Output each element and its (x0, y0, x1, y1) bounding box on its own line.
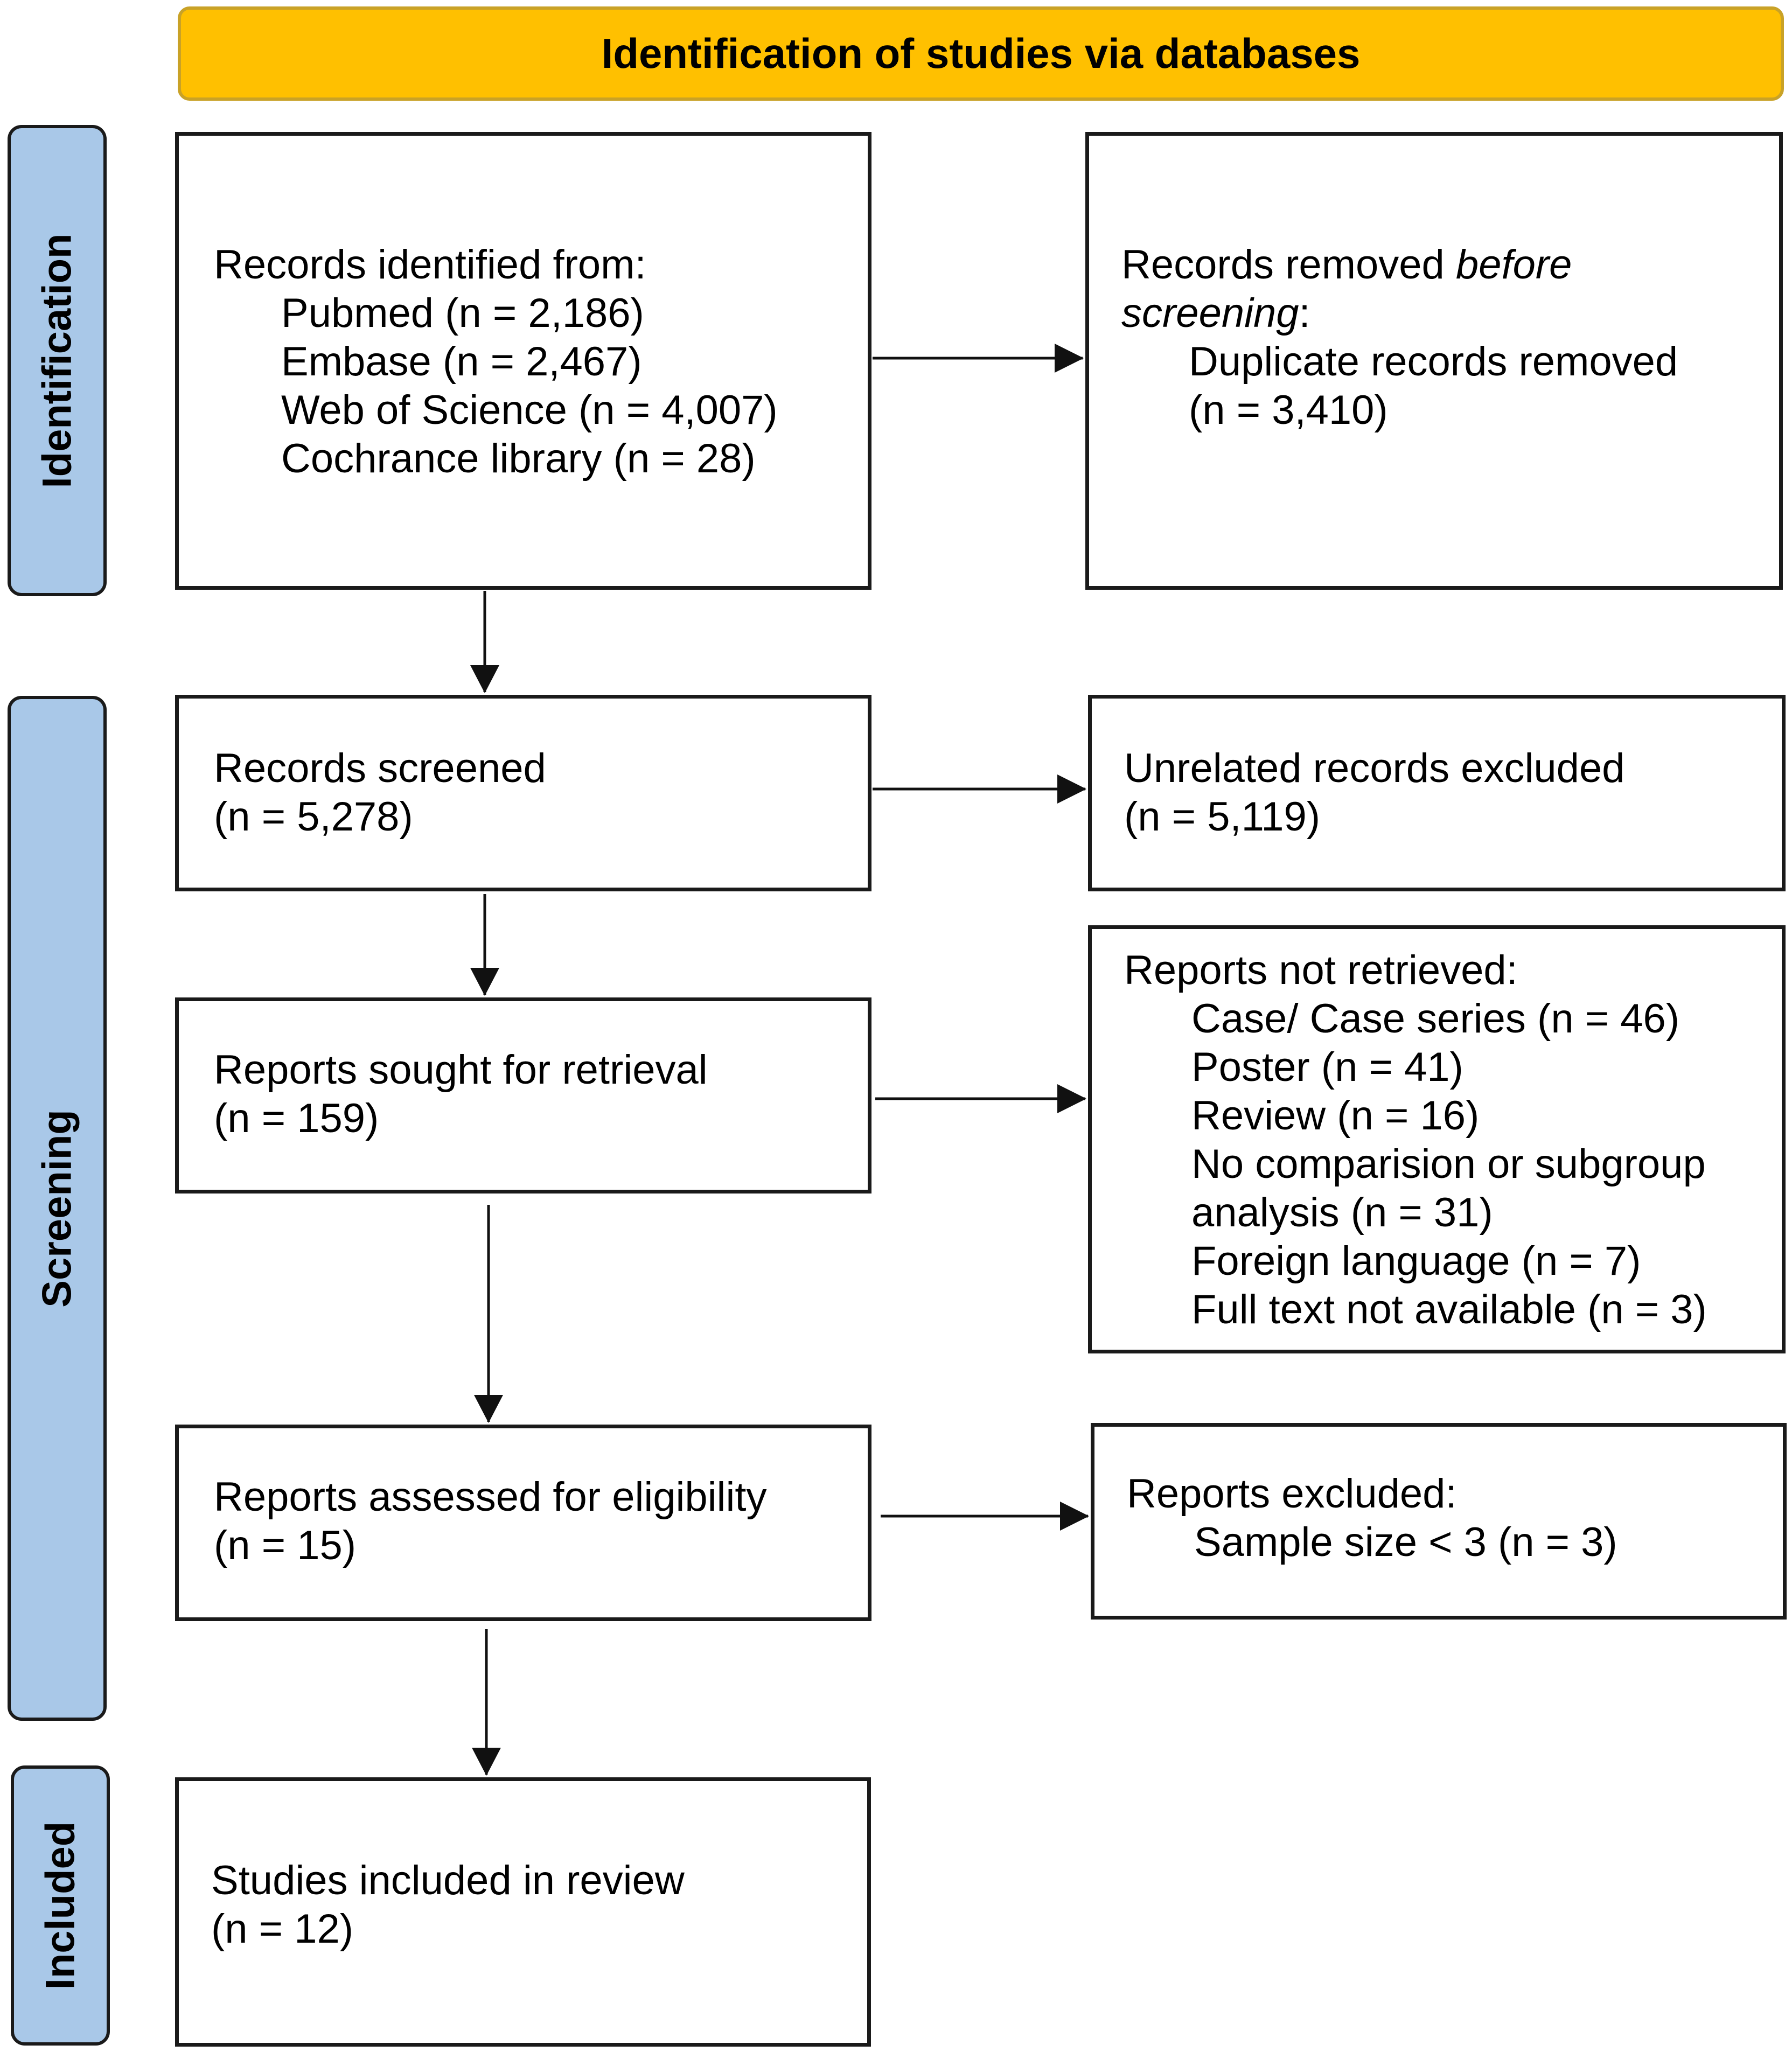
arrowhead-down-2 (470, 968, 499, 996)
arrowhead-down-1 (470, 665, 499, 693)
duplicate-records-label: Duplicate records removed (1189, 339, 1678, 385)
not-retrieved-case-series: Case/ Case series (n = 46) (1191, 996, 1680, 1042)
unrelated-excluded-label: Unrelated records excluded (1124, 745, 1625, 791)
not-retrieved-full-text: Full text not available (n = 3) (1191, 1287, 1707, 1332)
not-retrieved-foreign-language: Foreign language (n = 7) (1191, 1238, 1641, 1284)
studies-included-count: (n = 12) (211, 1906, 354, 1952)
reports-sought-box: Reports sought for retrieval (n = 159) (175, 997, 871, 1193)
removed-heading-italic2: screening (1121, 290, 1299, 336)
unrelated-excluded-count: (n = 5,119) (1124, 794, 1321, 840)
records-screened-box: Records screened (n = 5,278) (175, 695, 871, 891)
records-removed-box: Records removed before screening: Duplic… (1085, 132, 1783, 590)
phase-identification: Identification (8, 125, 107, 596)
reports-excluded-box: Reports excluded: Sample size < 3 (n = 3… (1091, 1423, 1787, 1620)
not-retrieved-subgroup-analysis: analysis (n = 31) (1191, 1190, 1493, 1236)
reports-excluded-heading: Reports excluded: (1127, 1471, 1457, 1517)
reports-excluded-sample-size: Sample size < 3 (n = 3) (1194, 1519, 1617, 1565)
source-web-of-science: Web of Science (n = 4,007) (281, 387, 778, 433)
reports-assessed-box: Reports assessed for eligibility (n = 15… (175, 1425, 871, 1621)
reports-sought-label: Reports sought for retrieval (214, 1047, 708, 1093)
removed-heading-italic: before (1455, 242, 1572, 288)
arrowhead-right-3 (1057, 1084, 1086, 1113)
records-removed-heading: Records removed before (1121, 241, 1768, 289)
source-embase: Embase (n = 2,467) (281, 339, 642, 385)
not-retrieved-review: Review (n = 16) (1191, 1093, 1480, 1139)
studies-included-box: Studies included in review (n = 12) (175, 1777, 871, 2047)
reports-assessed-label: Reports assessed for eligibility (214, 1474, 767, 1520)
removed-heading-plain: Records removed (1121, 242, 1456, 288)
records-screened-count: (n = 5,278) (214, 794, 413, 840)
duplicate-records-count: (n = 3,410) (1189, 387, 1388, 433)
records-removed-heading-line2: screening: (1121, 289, 1768, 338)
records-screened-label: Records screened (214, 745, 546, 791)
header-title: Identification of studies via databases (601, 30, 1361, 77)
arrowhead-right-1 (1055, 344, 1084, 373)
arrowhead-down-4 (472, 1748, 501, 1776)
removed-heading-colon: : (1299, 290, 1310, 336)
source-cochrane: Cochrance library (n = 28) (281, 436, 756, 481)
records-identified-heading: Records identified from: (214, 242, 646, 288)
studies-included-label: Studies included in review (211, 1858, 685, 1903)
reports-assessed-count: (n = 15) (214, 1523, 357, 1568)
reports-not-retrieved-box: Reports not retrieved: Case/ Case series… (1088, 925, 1786, 1353)
not-retrieved-heading: Reports not retrieved: (1124, 947, 1518, 993)
records-identified-box: Records identified from: Pubmed (n = 2,1… (175, 132, 871, 590)
arrowhead-right-2 (1057, 774, 1086, 804)
phase-screening: Screening (8, 696, 107, 1721)
arrowhead-down-3 (474, 1395, 503, 1423)
not-retrieved-no-comparison: No comparision or subgroup (1191, 1141, 1706, 1187)
unrelated-excluded-box: Unrelated records excluded (n = 5,119) (1088, 695, 1786, 891)
header-banner: Identification of studies via databases (178, 6, 1784, 101)
source-pubmed: Pubmed (n = 2,186) (281, 290, 644, 336)
reports-sought-count: (n = 159) (214, 1095, 379, 1141)
not-retrieved-poster: Poster (n = 41) (1191, 1044, 1463, 1090)
arrowhead-right-4 (1060, 1502, 1089, 1531)
phase-included: Included (11, 1765, 110, 2046)
